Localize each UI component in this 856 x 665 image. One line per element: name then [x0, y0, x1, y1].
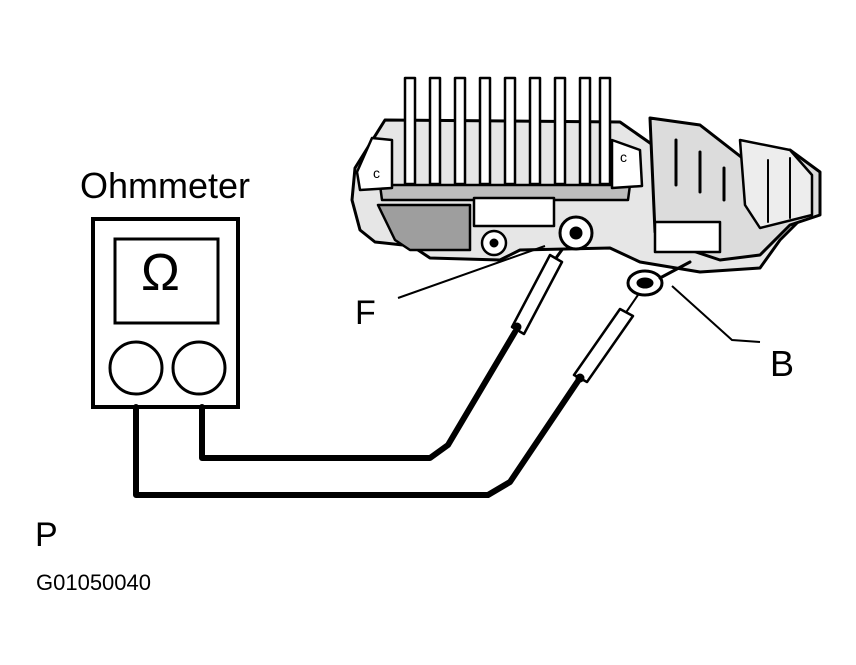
voltage-regulator-icon: c c	[350, 76, 822, 297]
lead-to-f	[199, 329, 518, 461]
figure-code: G01050040	[36, 570, 151, 595]
probe-b	[572, 291, 641, 384]
terminal-f-label: F	[355, 294, 376, 332]
ohmmeter-icon	[91, 217, 240, 409]
leader-f	[397, 245, 546, 299]
ohmmeter-display	[113, 237, 220, 325]
ohmmeter-jack-left	[108, 340, 164, 396]
ohmmeter-jack-right	[171, 340, 227, 396]
heat-sink-fins	[403, 76, 612, 186]
test-leads	[133, 234, 641, 498]
lead-to-b	[133, 375, 583, 498]
leader-b	[671, 285, 761, 343]
ohmmeter-label: Ohmmeter	[80, 165, 251, 206]
svg-text:c: c	[373, 165, 380, 181]
svg-text:c: c	[620, 149, 627, 165]
leader-lines	[397, 245, 761, 343]
ohm-symbol: Ω	[141, 244, 180, 302]
caption-p: P	[35, 516, 58, 554]
terminal-b-label: B	[770, 343, 795, 384]
